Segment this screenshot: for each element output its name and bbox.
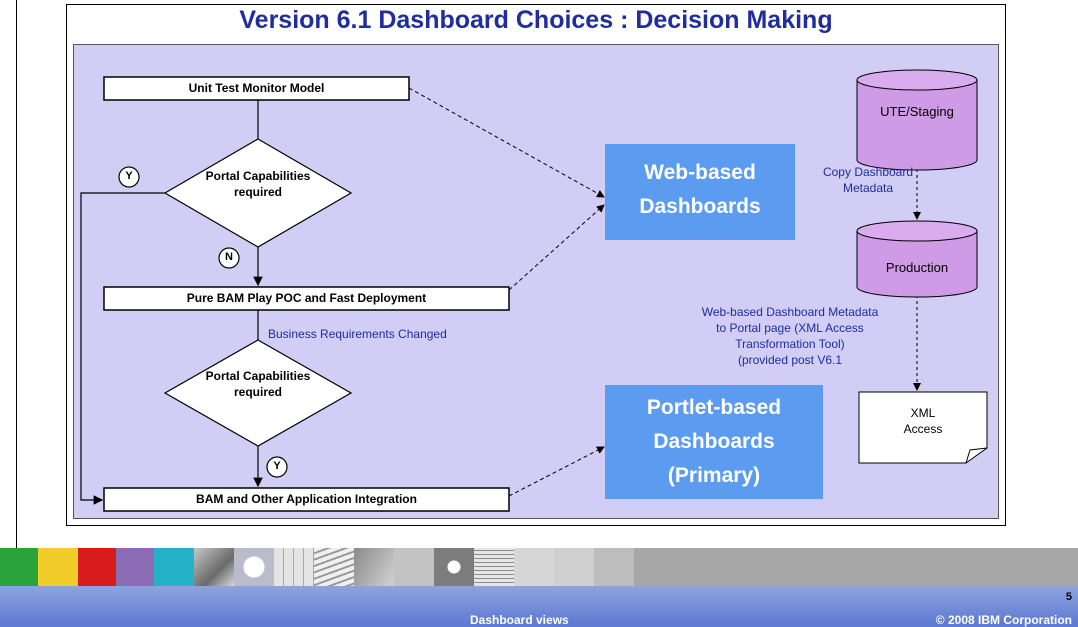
- transformation-line-1: Web-based Dashboard Metadata: [701, 305, 879, 319]
- production-cylinder: [856, 220, 978, 298]
- footer-tile-burst: [434, 548, 474, 586]
- portlet-dashboards-line-1: Portlet-based: [646, 396, 782, 419]
- decision-2-label: Portal Capabilities required: [205, 369, 311, 399]
- bam-integration-label: BAM and Other Application Integration: [196, 492, 417, 506]
- footer-tile-gray-4: [634, 548, 1078, 586]
- transformation-line-4: (provided post V6.1: [737, 353, 843, 367]
- branch-circle-n: [218, 247, 240, 269]
- branch-circle-y-bottom: [266, 456, 288, 478]
- decision-1-label: Portal Capabilities required: [205, 169, 311, 199]
- web-dashboards-line-1: Web-based: [644, 161, 756, 184]
- footer-tile-red: [78, 548, 116, 586]
- copy-metadata-annotation: Copy Dashboard Metadata: [793, 164, 943, 196]
- footer-copyright: © 2008 IBM Corporation: [935, 613, 1072, 627]
- footer-tile-light: [394, 548, 434, 586]
- pure-bam-label: Pure BAM Play POC and Fast Deployment: [186, 291, 427, 305]
- footer-tile-gray-3: [594, 548, 634, 586]
- branch-label-y-top: Y: [125, 170, 133, 182]
- xml-access-line-1: XML: [910, 406, 936, 420]
- bam-integration-box: [103, 487, 510, 512]
- footer-tile-yellow: [38, 548, 78, 586]
- footer-tile-grid: [274, 548, 314, 586]
- transformation-line-2: to Portal page (XML Access: [716, 321, 864, 335]
- footer-tile-stripes: [474, 548, 514, 586]
- footer-tile-purple: [116, 548, 154, 586]
- footer-tile-teal: [154, 548, 194, 586]
- transformation-line-3: Transformation Tool): [735, 337, 845, 351]
- unit-test-label: Unit Test Monitor Model: [188, 81, 325, 95]
- footer-tile-green: [0, 548, 38, 586]
- xml-access-label: XML Access: [859, 405, 987, 437]
- footer-bar: [0, 586, 1078, 627]
- web-dashboards-line-2: Dashboards: [639, 195, 761, 218]
- footer-tile-dark: [354, 548, 394, 586]
- portlet-dashboards-line-3: (Primary): [667, 464, 761, 487]
- diagram-panel: [73, 44, 999, 519]
- branch-label-n: N: [225, 251, 233, 263]
- staging-cylinder: [856, 69, 978, 171]
- footer-tile-wave: [314, 548, 354, 586]
- staging-label: UTE/Staging: [880, 104, 954, 119]
- left-margin-rule: [16, 0, 17, 548]
- transformation-annotation: Web-based Dashboard Metadata to Portal p…: [640, 304, 940, 368]
- portlet-dashboards-box: Portlet-based Dashboards (Primary): [605, 385, 823, 499]
- xml-access-document: [858, 391, 988, 464]
- pure-bam-box: [103, 286, 510, 311]
- copy-metadata-line-2: Metadata: [842, 181, 894, 195]
- portlet-dashboards-line-2: Dashboards: [653, 430, 775, 453]
- production-label: Production: [885, 260, 949, 275]
- footer-tile-photo: [194, 548, 234, 586]
- business-change-annotation: Business Requirements Changed: [268, 327, 447, 341]
- branch-circle-y-top: [118, 166, 140, 188]
- footer-center-text: Dashboard views: [470, 613, 569, 627]
- branch-label-y-bottom: Y: [273, 460, 281, 472]
- page-number: 5: [1065, 591, 1072, 603]
- web-dashboards-box: Web-based Dashboards: [605, 144, 795, 240]
- slide-title: Version 6.1 Dashboard Choices : Decision…: [239, 6, 833, 34]
- footer-tile-circle: [234, 548, 274, 586]
- footer-tile-gray-1: [514, 548, 554, 586]
- copy-metadata-line-1: Copy Dashboard: [822, 165, 914, 179]
- xml-access-line-2: Access: [903, 422, 943, 436]
- footer-tile-gray-2: [554, 548, 594, 586]
